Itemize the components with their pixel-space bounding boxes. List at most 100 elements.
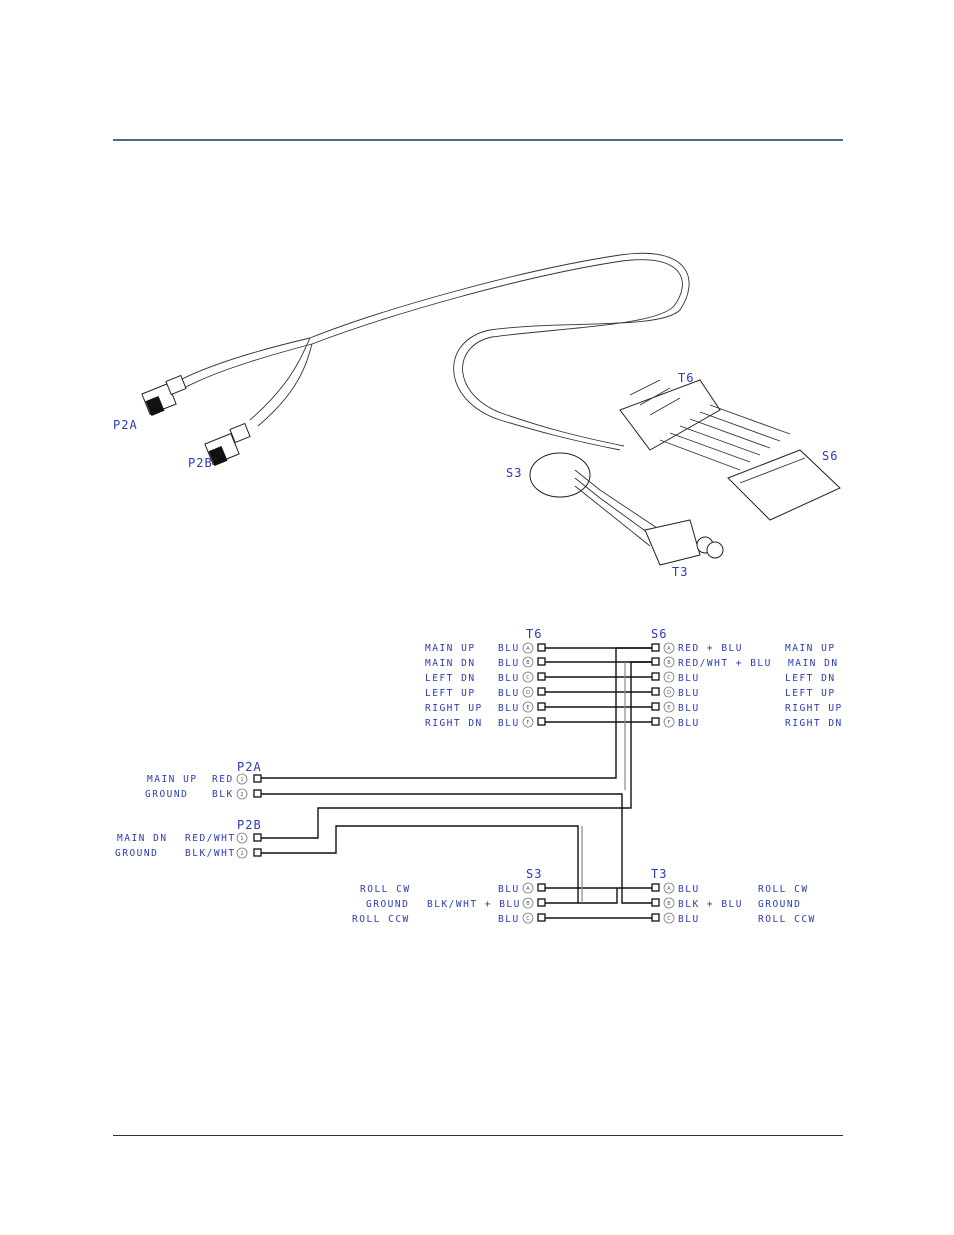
- p2b-row-label: MAIN DN: [117, 833, 168, 844]
- s6-row-color: BLU: [678, 673, 700, 684]
- s3-pin-id: B: [526, 901, 530, 907]
- t3-row-label: ROLL CW: [758, 884, 809, 895]
- s6-pin-circle: [663, 642, 675, 654]
- p2a-row-label: MAIN UP: [147, 774, 198, 785]
- s6-pin-id: C: [667, 675, 671, 681]
- t3-art-label: T3: [672, 565, 688, 579]
- s6-pin-id: D: [667, 690, 671, 696]
- s6-pin-circle: [663, 656, 675, 668]
- t6-s6-block: T6 S6 MAIN UP BLU A A RED + BLU MAIN UP …: [425, 627, 841, 729]
- t6-pin-id: E: [526, 705, 529, 711]
- s3-t3-row: GROUND BLK/WHT + BLU B B BLK + BLU GROUN…: [366, 897, 801, 910]
- s6-pin-circle: [663, 716, 675, 728]
- s6-row-color: RED/WHT + BLU: [678, 658, 772, 669]
- s6-terminal: [651, 643, 660, 652]
- p2a-pin-circle: [236, 788, 248, 800]
- t6-s6-row: RIGHT DN BLU F F BLU RIGHT DN: [425, 716, 841, 729]
- t3-terminal: [651, 913, 660, 922]
- s6-row-label: LEFT DN: [785, 673, 836, 684]
- t6-s6-row: RIGHT UP BLU E E BLU RIGHT UP: [425, 701, 841, 714]
- t6-pin-id: C: [526, 675, 530, 681]
- s6-header: S6: [651, 627, 667, 641]
- p2a-pin-id: 1: [240, 777, 243, 783]
- s6-row-label: MAIN UP: [785, 643, 836, 654]
- p2b-terminal: [253, 848, 262, 857]
- t3-terminal: [651, 883, 660, 892]
- p2b-pin-circle: [236, 847, 248, 859]
- t6-pin-circle: [522, 701, 534, 713]
- s3-connector-art: [529, 452, 661, 547]
- s3-pin-circle: [522, 882, 534, 894]
- t6-row-label: LEFT UP: [425, 688, 476, 699]
- t6-s6-row: LEFT DN BLU C C BLU LEFT DN: [425, 671, 836, 684]
- t3-row-label: GROUND: [758, 899, 801, 910]
- t6-row-label: LEFT DN: [425, 673, 476, 684]
- t6-s6-row: MAIN DN BLU B B RED/WHT + BLU MAIN DN: [425, 656, 839, 669]
- s6-terminal: [651, 657, 660, 666]
- t6-header: T6: [526, 627, 542, 641]
- t6-row-label: MAIN DN: [425, 658, 476, 669]
- s6-pin-id: E: [667, 705, 670, 711]
- s3-terminal: [537, 883, 546, 892]
- s3-header: S3: [526, 867, 542, 881]
- t6-row-color: BLU: [498, 673, 520, 684]
- p2a-row-color: RED: [212, 774, 234, 785]
- t3-connector-art: [644, 519, 724, 566]
- p2b-header: P2B: [237, 818, 262, 832]
- t6-pin-circle: [522, 716, 534, 728]
- s3-row-color: BLU: [498, 884, 520, 895]
- p2a-row-label: GROUND: [145, 789, 188, 800]
- s6-row-color: BLU: [678, 703, 700, 714]
- t6-row-color: BLU: [498, 688, 520, 699]
- t6-s6-row: MAIN UP BLU A A RED + BLU MAIN UP: [425, 642, 836, 654]
- s3-terminal: [537, 898, 546, 907]
- s3-t3-block: S3 T3 ROLL CW BLU A A BLU ROLL CW GROUND…: [352, 867, 816, 925]
- s3-pin-circle: [522, 912, 534, 924]
- t6-terminal: [537, 672, 546, 681]
- t6-row-label: RIGHT DN: [425, 718, 483, 729]
- wire-ground-p2b: [261, 825, 579, 903]
- s3-row-label: ROLL CW: [360, 884, 411, 895]
- t3-row-color: BLK + BLU: [678, 899, 743, 910]
- t3-pin-id: C: [667, 916, 671, 922]
- p2a-terminal: [253, 774, 262, 783]
- s6-pin-id: F: [668, 720, 671, 726]
- p2b-terminal: [253, 833, 262, 842]
- footer-rule: [113, 1135, 843, 1136]
- s3-art-label: S3: [506, 466, 522, 480]
- s3-pin-id: C: [526, 916, 530, 922]
- t3-row-color: BLU: [678, 884, 700, 895]
- s3-row-color: BLU: [498, 914, 520, 925]
- harness-illustration: P2A P2B T6 S6 S3 T3: [113, 252, 841, 579]
- t6-row-label: MAIN UP: [425, 643, 476, 654]
- t6-row-label: RIGHT UP: [425, 703, 483, 714]
- p2b-block: P2B MAIN DN RED/WHT 1 GROUND BLK/WHT 2: [115, 818, 262, 859]
- t6-terminal: [537, 643, 546, 652]
- t3-pin-id: B: [667, 901, 671, 907]
- interconnect-wires: [261, 647, 652, 904]
- t6-row-color: BLU: [498, 658, 520, 669]
- t6-art-label: T6: [678, 371, 694, 385]
- t6-terminal: [537, 717, 546, 726]
- t6-pin-id: B: [526, 660, 530, 666]
- p2b-connector-art: [204, 422, 251, 467]
- t3-pin-circle: [663, 882, 675, 894]
- s6-art-label: S6: [822, 449, 838, 463]
- t6-pin-circle: [522, 656, 534, 668]
- p2a-connector-art: [141, 374, 187, 417]
- s6-pin-circle: [663, 701, 675, 713]
- t6-terminal: [537, 657, 546, 666]
- t6-pin-circle: [522, 686, 534, 698]
- s3-pin-id: A: [526, 886, 530, 892]
- s6-pin-id: B: [667, 660, 671, 666]
- t3-pin-circle: [663, 912, 675, 924]
- s6-row-label: MAIN DN: [788, 658, 839, 669]
- t3-terminal: [651, 898, 660, 907]
- t3-row-label: ROLL CCW: [758, 914, 816, 925]
- p2a-header: P2A: [237, 760, 262, 774]
- wire-ground-s3: [545, 888, 618, 904]
- t6-row-color: BLU: [498, 718, 520, 729]
- s6-pin-circle: [663, 671, 675, 683]
- s3-t3-row: ROLL CCW BLU C C BLU ROLL CCW: [352, 912, 816, 925]
- t6-pin-circle: [522, 642, 534, 654]
